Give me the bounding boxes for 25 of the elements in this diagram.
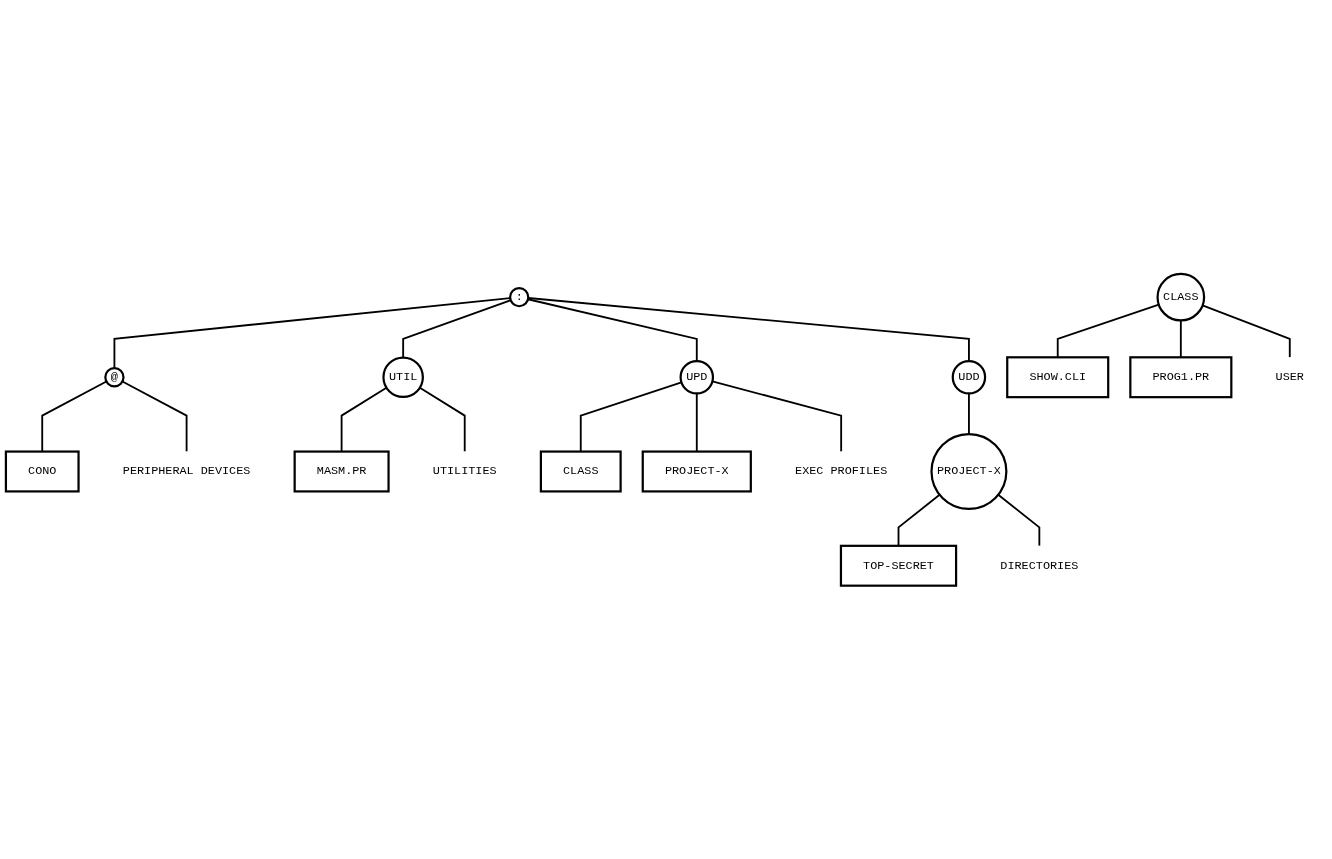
node-text: DIRECTORIES xyxy=(1000,558,1079,573)
node-text: PERIPHERAL DEVICES xyxy=(122,464,251,478)
connector xyxy=(1179,319,1182,358)
node-text: USER xyxy=(1275,370,1304,384)
node-box: PROG1.PR xyxy=(1129,355,1233,398)
node-box: PROJECT-X xyxy=(641,450,752,493)
node-box: TOP-SECRET xyxy=(839,544,958,587)
node-circle: UTIL xyxy=(382,356,424,398)
node-circle: UPD xyxy=(679,359,715,395)
node-circle: : xyxy=(509,286,530,308)
connector xyxy=(997,493,1041,547)
node-circle: UDD xyxy=(951,359,987,395)
node-circle: CLASS xyxy=(1156,272,1206,322)
node-box: CLASS xyxy=(539,450,622,493)
connector xyxy=(113,296,512,369)
node-box: CONO xyxy=(4,450,80,493)
node-circle: @ xyxy=(104,366,125,388)
node-box: SHOW.CLI xyxy=(1006,355,1110,398)
node-text: EXEC PROFILES xyxy=(795,464,888,478)
node-text: UTILITIES xyxy=(432,464,497,478)
node-box: MASM.PR xyxy=(293,450,390,493)
connector xyxy=(121,380,188,453)
connector xyxy=(1056,303,1160,358)
node-circle: PROJECT-X xyxy=(930,432,1008,510)
connector xyxy=(711,380,843,453)
